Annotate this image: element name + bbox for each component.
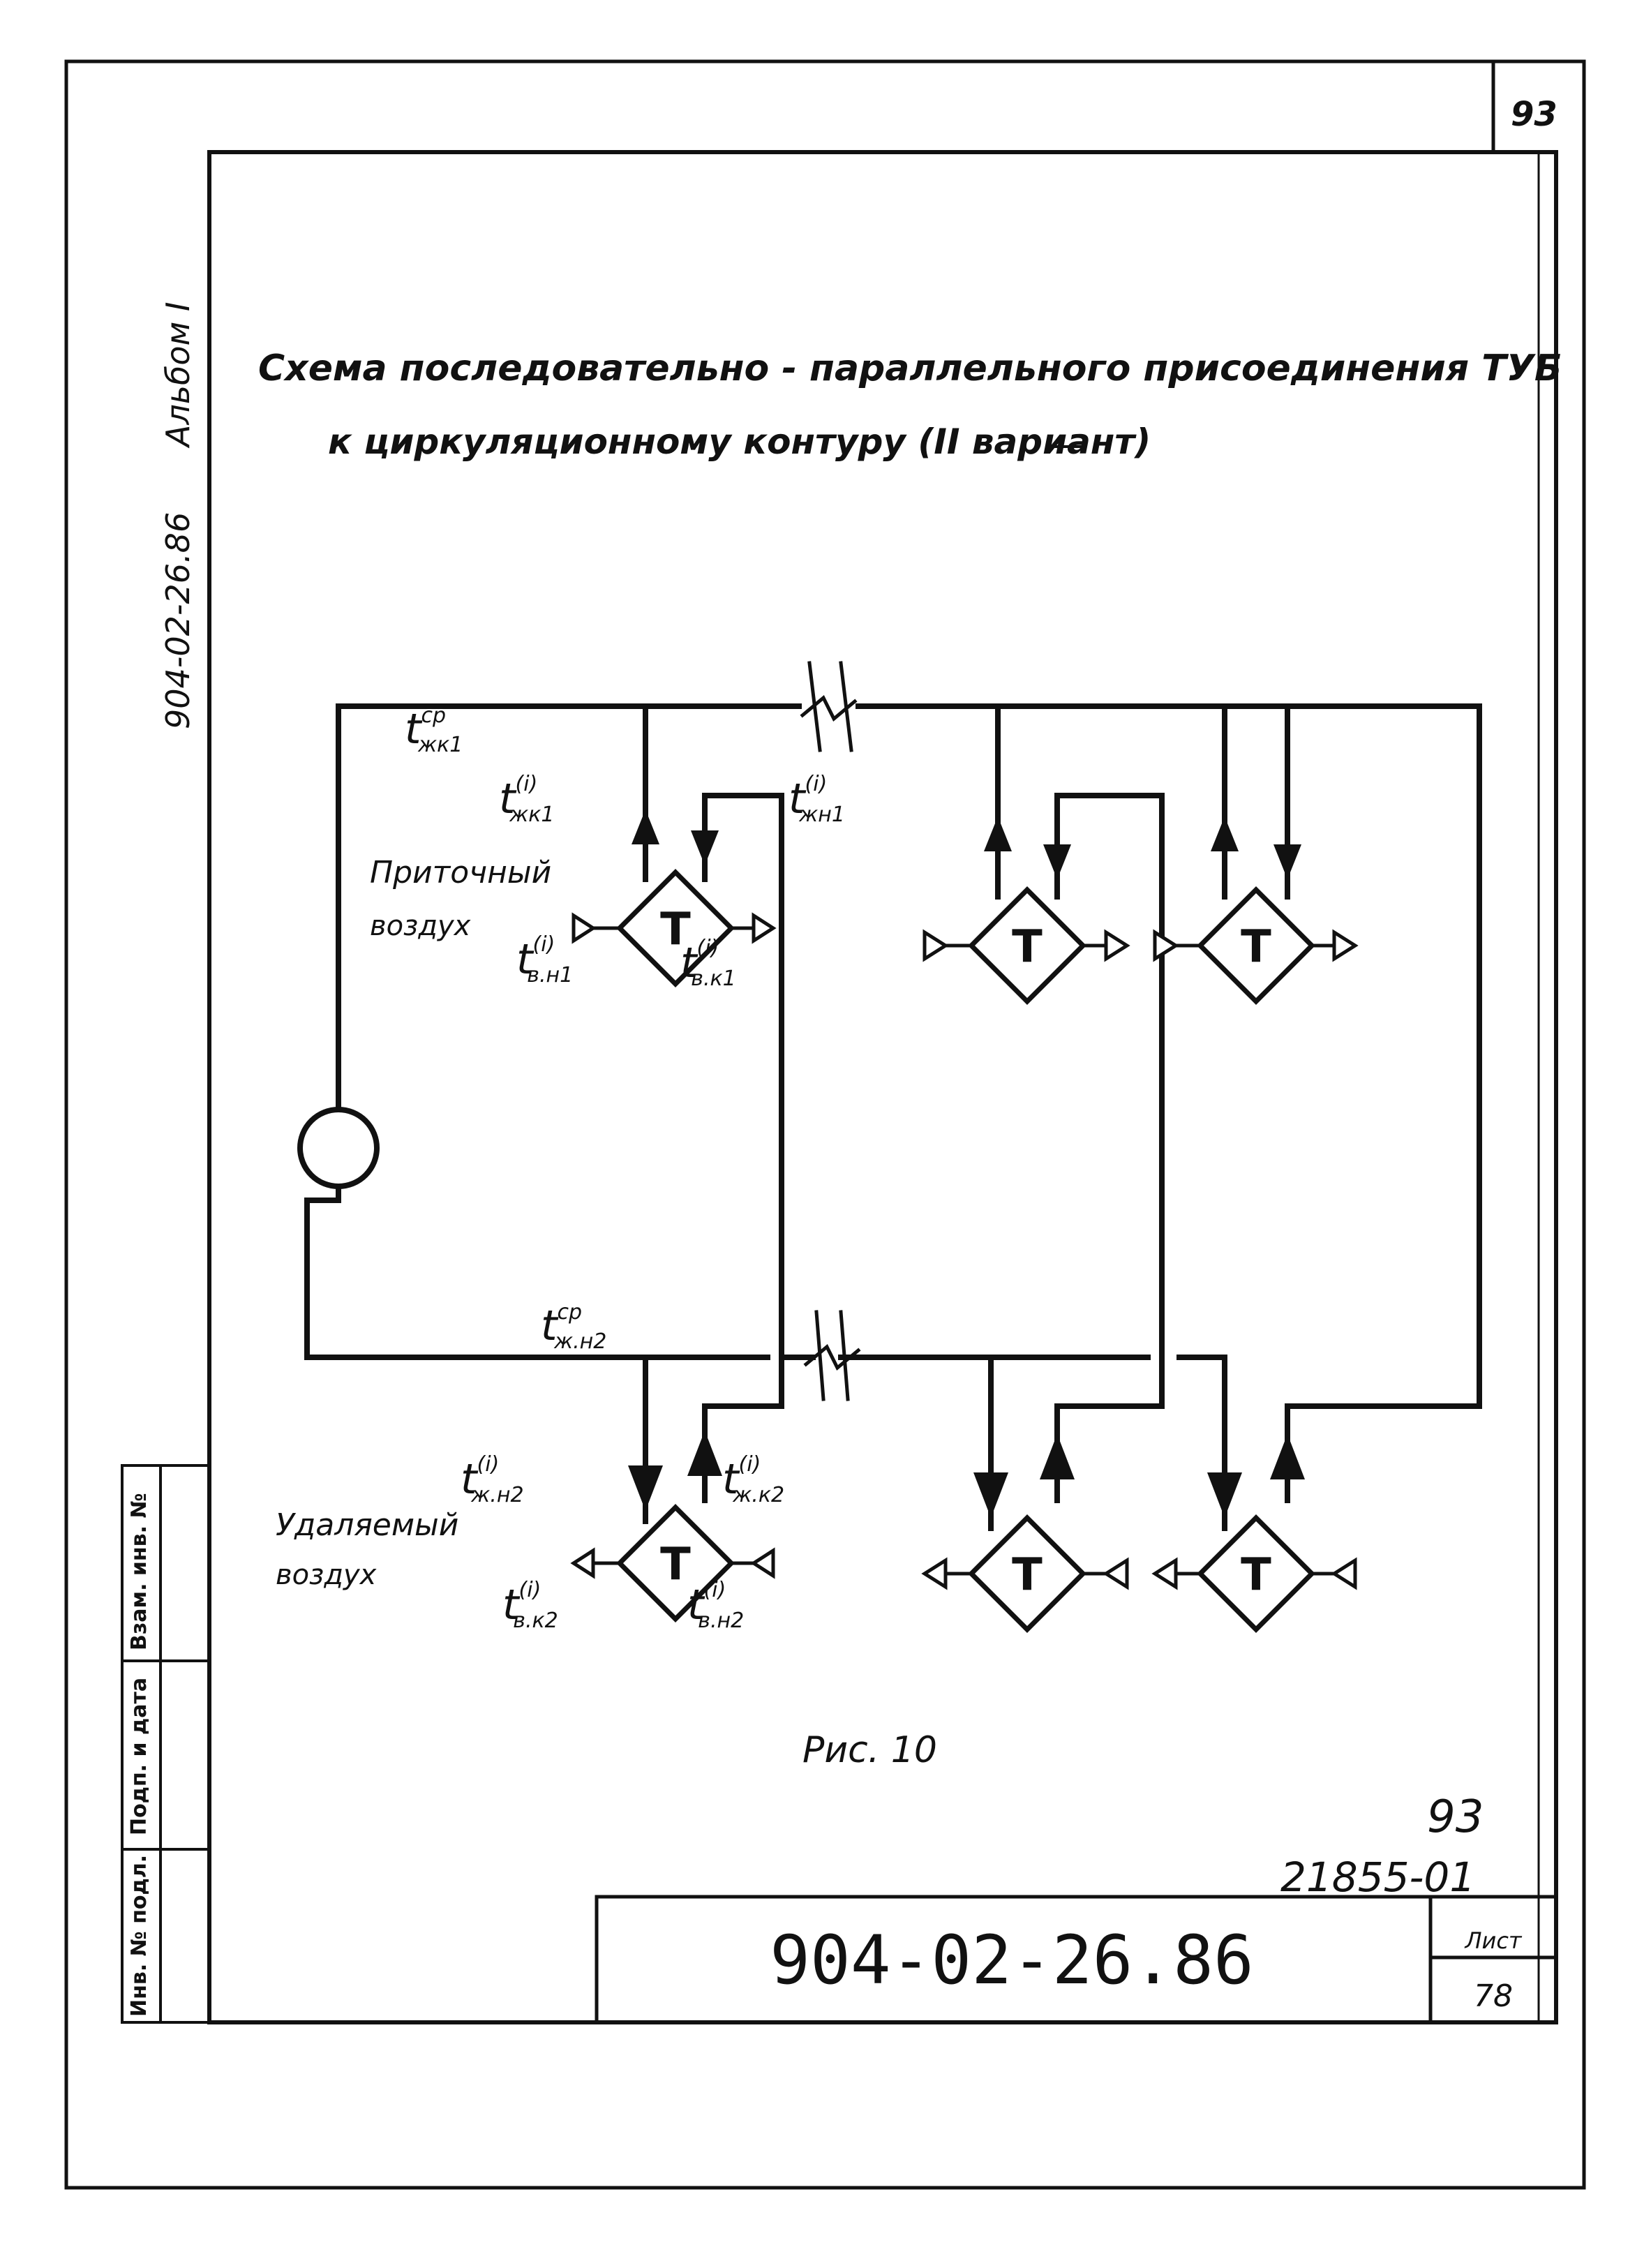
exchanger-symbol: T	[1241, 921, 1271, 973]
svg-text:t(i)в.н1: t(i)в.н1	[516, 932, 573, 987]
svg-text:t(i)в.н2: t(i)в.н2	[687, 1578, 744, 1633]
svg-text:t(i)ж.к2: t(i)ж.к2	[722, 1452, 784, 1507]
exchanger-symbol: T	[660, 904, 691, 955]
exchanger-exhaust-3	[1197, 1514, 1315, 1633]
figure-caption: Рис. 10	[802, 1729, 937, 1771]
svg-text:t(i)жк1: t(i)жк1	[499, 772, 555, 827]
flow-arrows	[628, 810, 1305, 1518]
handwritten-page-number: 93	[1427, 1791, 1484, 1843]
side-code-label: 904-02-26.86	[159, 512, 197, 729]
inventory-number: 21855-01	[1280, 1853, 1475, 1901]
circulation-pump	[297, 1107, 380, 1189]
stamp-cell-podp-data: Подп. и дата	[127, 1677, 151, 1835]
stamp-code: 904-02-26.86	[770, 1921, 1254, 1999]
title-line-2: к циркуляционному контуру (II вариант)	[328, 421, 1151, 462]
stamp-cell-inv-podl: Инв. № подл.	[127, 1854, 151, 2017]
exchanger-symbol: T	[1012, 921, 1043, 973]
exhaust-air-label: воздух	[276, 1559, 377, 1591]
supply-air-label: Приточный	[370, 855, 551, 890]
exchanger-symbol: T	[1012, 1549, 1043, 1601]
svg-text:t(i)в.к2: t(i)в.к2	[502, 1578, 558, 1633]
exchanger-exhaust-1	[616, 1504, 735, 1622]
heat-exchangers	[616, 869, 1315, 1633]
exchanger-labels: T T T T T T	[660, 904, 1271, 1601]
left-stamp	[121, 1464, 211, 2024]
top-page-number: 93	[1511, 95, 1557, 134]
air-labels: Приточный воздух Удаляемый воздух	[276, 855, 551, 1591]
exchanger-supply-3	[1197, 886, 1315, 1005]
svg-text:t(i)в.к1: t(i)в.к1	[680, 936, 736, 991]
exchanger-symbol: T	[660, 1539, 691, 1590]
exchanger-supply-2	[968, 886, 1086, 1005]
stamp-sheet-label: Лист	[1464, 1927, 1522, 1954]
air-flow-markers	[570, 912, 1359, 1590]
pipe-break-upper	[800, 661, 858, 752]
stamp-sheet-number: 78	[1474, 1978, 1513, 2014]
exhaust-air-label: Удаляемый	[276, 1507, 458, 1543]
svg-text:t(i)жн1: t(i)жн1	[789, 772, 845, 827]
circulation-pipes	[304, 703, 1482, 1531]
exchanger-exhaust-2	[968, 1514, 1086, 1633]
outer-border	[64, 59, 1586, 2190]
exchanger-supply-1	[616, 869, 735, 987]
title-line-1: Схема последовательно - параллельного пр…	[258, 348, 1562, 389]
pipe-break-lower	[803, 1310, 861, 1401]
supply-air-label: воздух	[370, 910, 471, 942]
stamp-cell-vzam-inv: Взам. инв. №	[127, 1493, 151, 1650]
exchanger-symbol: T	[1241, 1549, 1271, 1601]
svg-text:t(i)ж.н2: t(i)ж.н2	[461, 1452, 524, 1507]
side-album-label: Альбом I	[159, 301, 197, 447]
title-block	[595, 1895, 1558, 2024]
